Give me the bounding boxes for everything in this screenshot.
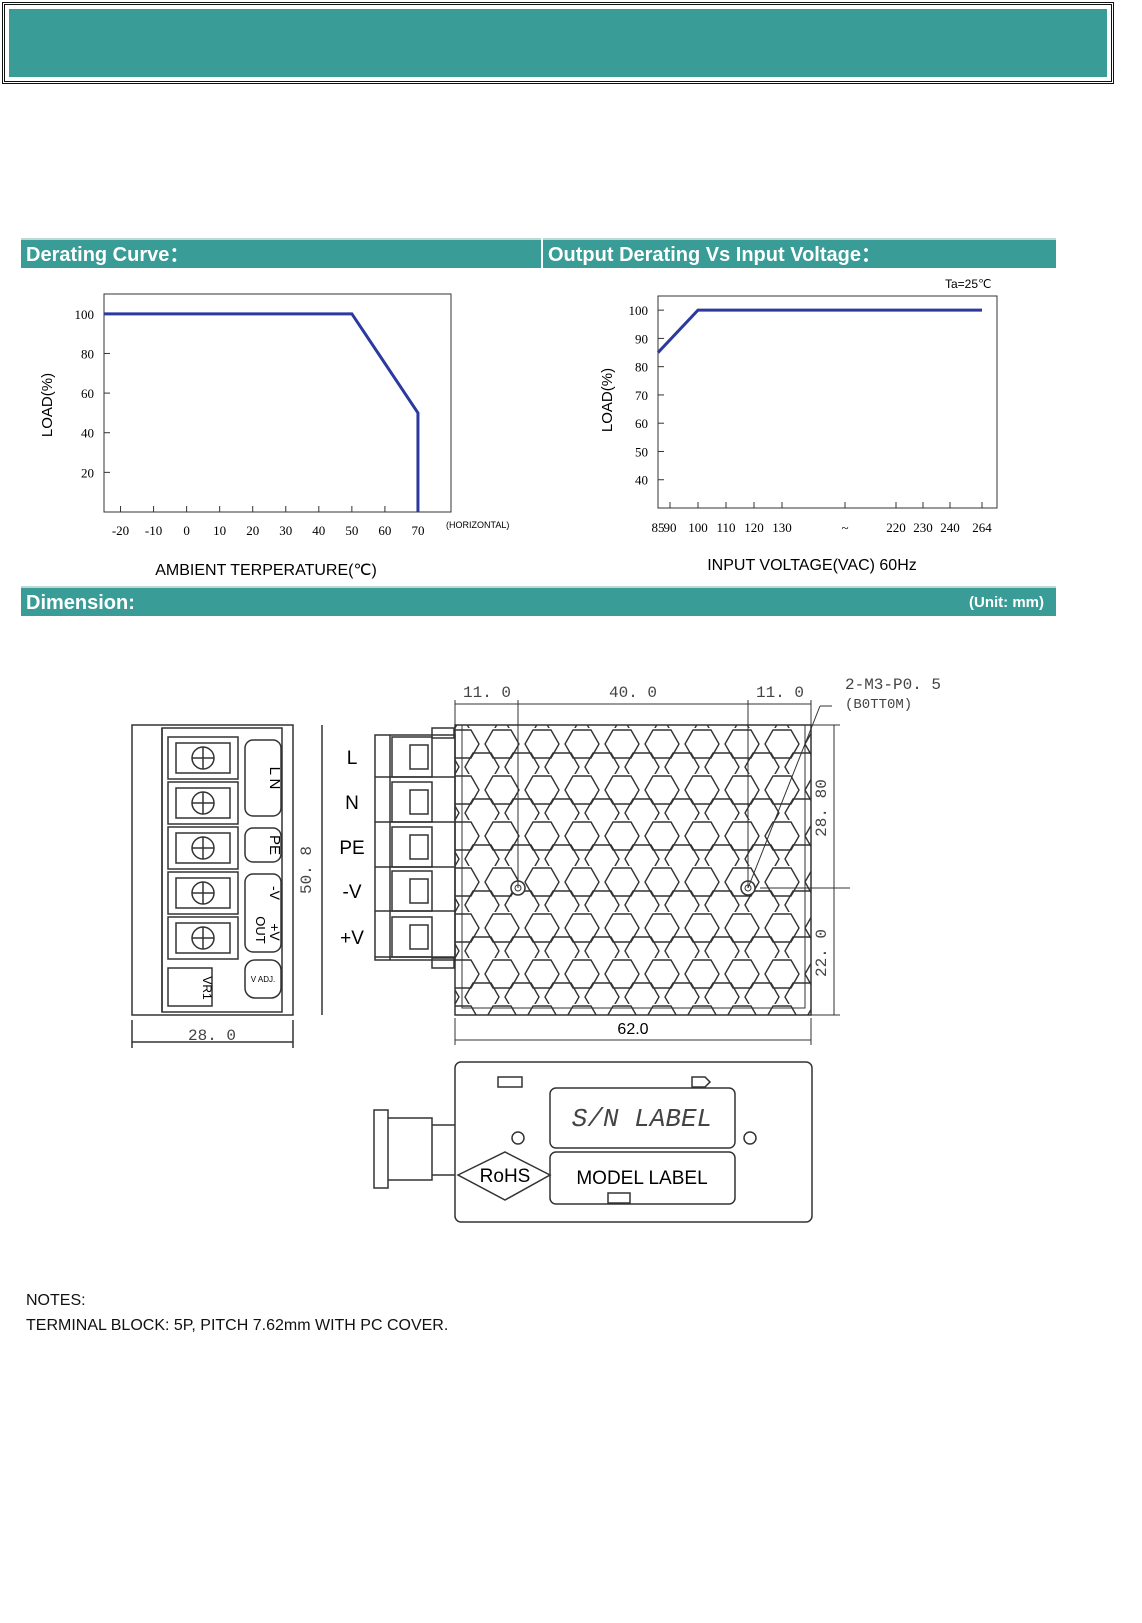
screw-housing [175,742,231,774]
terminal-label: +V [340,928,364,949]
callout-line2: (B0TT0M) [845,697,912,713]
dim-top-mid: 40. 0 [609,684,657,702]
x-tick-label: 240 [940,520,960,535]
screw-housing [175,922,231,954]
ta-annotation: Ta=25℃ [945,277,992,291]
x-axis-label: AMBIENT TERPERATURE(℃) [155,562,377,579]
vr1-label: VR1 [200,976,214,1000]
y-tick-label: 100 [629,303,649,318]
y-tick-label: 90 [635,331,648,346]
terminal-cell [167,871,239,915]
notes-line: TERMINAL BLOCK: 5P, PITCH 7.62mm WITH PC… [26,1317,449,1334]
y-tick-label: 60 [635,416,648,431]
x-tick-label: 90 [664,520,677,535]
x-tick-label: 85 [652,520,665,535]
terminal-cell [167,736,239,780]
derating-curve-chart: -20 -10 0 10 20 30 40 50 60 70 20 40 60 80 100 LOAD(%… [39,293,509,579]
dim-width-front: 28. 0 [188,1027,236,1045]
dim-top-left: 11. 0 [463,684,511,702]
terminal-label: PE [339,838,364,859]
input-derating-line [656,308,982,354]
y-tick-label: 60 [81,386,94,401]
derating-curve-heading: Derating Curve： [21,238,541,268]
side-terminal [391,916,433,958]
vadj-label: V ADJ. [251,975,275,984]
pos-v-label: +V [267,923,283,941]
y-tick-label: 40 [635,473,648,488]
x-tick-label: -10 [145,523,162,538]
x-tick-label: 120 [744,520,764,535]
out-label: OUT [253,916,268,944]
terminal-cell [167,826,239,870]
x-tick-label: 100 [688,520,708,535]
x-note: (HORIZONTAL) [446,520,509,530]
side-terminal-block [374,727,456,969]
dim-height-front: 50. 8 [298,846,316,894]
output-derating-heading: Output Derating Vs Input Voltage： [543,238,1056,268]
front-view [131,724,323,1048]
y-axis-label: LOAD(%) [599,368,616,432]
derating-line [104,312,420,512]
plot-frame [657,295,998,509]
x-tick-label: 130 [772,520,792,535]
x-tick-label: 20 [246,523,259,538]
x-tick-label: 110 [716,520,735,535]
y-tick-label: 80 [635,360,648,375]
rohs-mark: RoHS [480,1166,531,1187]
side-terminal [391,781,433,823]
x-tick-label: ~ [841,520,848,535]
unit-label: (Unit: mm) [969,594,1044,611]
side-terminal [391,826,433,868]
model-label: MODEL LABEL [576,1168,707,1189]
dim-hole-upper: 28. 80 [813,779,831,837]
callout-line1: 2-M3-P0. 5 [845,676,941,694]
screw-housing [175,877,231,909]
dim-top-right: 11. 0 [756,684,804,702]
terminal-cell [167,916,239,960]
y-tick-label: 50 [635,444,648,459]
x-tick-label: 230 [913,520,933,535]
x-tick-label: 30 [279,523,292,538]
label-view [373,1061,813,1223]
terminal-label: L [347,748,358,769]
terminal-cell [167,781,239,825]
y-tick-label: 20 [81,465,94,480]
x-tick-label: 0 [183,523,190,538]
top-view [454,700,850,1045]
ln-label: L N [266,767,283,790]
terminal-label: N [345,793,359,814]
notes-title: NOTES: [26,1292,86,1309]
dimension-drawing: 50. 8 28. 0 L N PE -V +V OUT VR1 V ADJ. … [131,676,941,1223]
x-axis-label: INPUT VOLTAGE(VAC) 60Hz [707,557,917,574]
screw-housing [175,787,231,819]
terminal-label: -V [343,882,362,903]
dim-hole-lower: 22. 0 [813,929,831,977]
side-terminal [391,736,433,778]
header-bar [2,2,1114,84]
x-tick-label: -20 [112,523,129,538]
x-tick-label: 220 [886,520,906,535]
neg-v-label: -V [267,886,283,901]
screw-housing [175,832,231,864]
dim-length: 62.0 [617,1021,648,1038]
x-tick-label: 10 [213,523,226,538]
pe-label: PE [266,835,283,855]
sn-label: S/N LABEL [572,1104,712,1134]
dimension-heading: Dimension: (Unit: mm) [21,586,1056,616]
x-tick-label: 40 [312,523,325,538]
plot-frame [103,293,452,513]
y-tick-label: 80 [81,346,94,361]
x-tick-label: 50 [345,523,358,538]
y-tick-label: 70 [635,388,648,403]
x-tick-label: 70 [411,523,424,538]
y-tick-label: 40 [81,426,94,441]
y-tick-label: 100 [75,307,95,322]
x-tick-label: 60 [378,523,391,538]
y-axis-label: LOAD(%) [39,373,56,437]
x-tick-label: 264 [972,520,992,535]
side-terminal [391,870,433,912]
